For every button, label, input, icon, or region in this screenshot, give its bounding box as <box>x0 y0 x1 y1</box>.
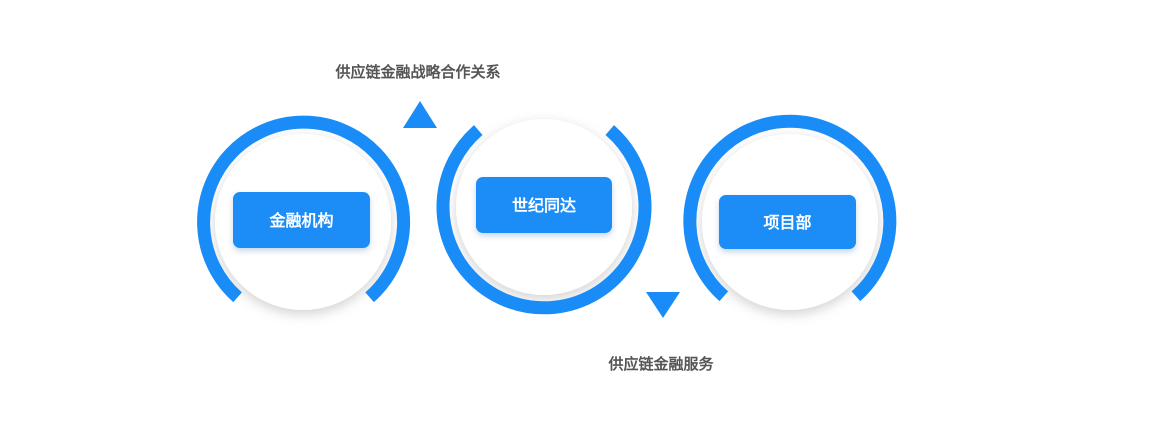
node-button[interactable] <box>476 177 612 233</box>
node-shiji-tongda: 世纪同达 <box>436 119 652 315</box>
node-ring-arc <box>683 114 897 302</box>
node-ring-arc <box>436 125 652 315</box>
node-button[interactable] <box>233 192 370 248</box>
node-label: 金融机构 <box>268 211 333 230</box>
node-project-department: 项目部 <box>683 114 897 310</box>
arrow-up-icon <box>403 101 437 128</box>
node-button[interactable] <box>719 195 856 249</box>
relation-strategic-cooperation: 供应链金融战略合作关系 <box>334 63 501 128</box>
node-label: 项目部 <box>763 213 811 232</box>
relation-label: 供应链金融服务 <box>607 355 714 373</box>
arrow-down-icon <box>646 292 680 318</box>
node-financial-institution: 金融机构 <box>197 115 411 310</box>
relation-label: 供应链金融战略合作关系 <box>334 63 500 81</box>
relation-financial-service: 供应链金融服务 <box>607 292 714 373</box>
node-ring-arc <box>197 115 411 303</box>
node-label: 世纪同达 <box>512 196 576 215</box>
